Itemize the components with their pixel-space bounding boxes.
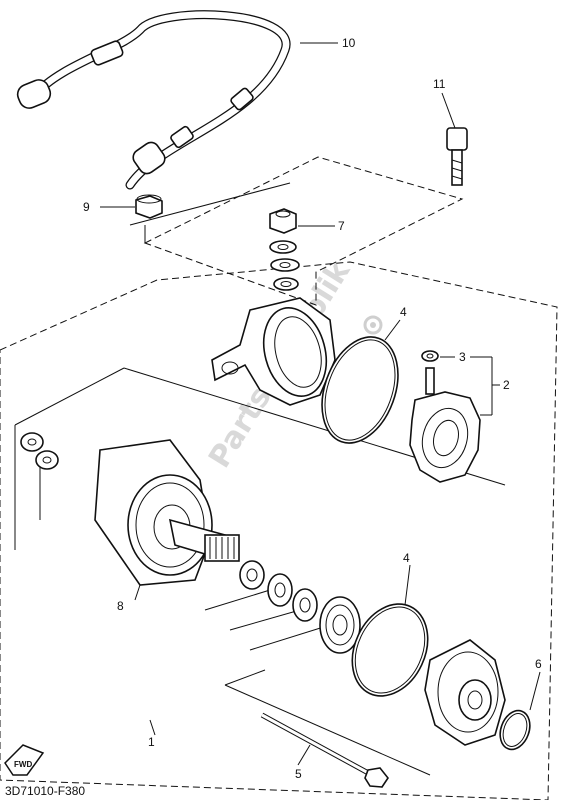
- washer-part-3: [421, 350, 439, 362]
- main-assembly-boundary: [0, 261, 558, 800]
- callout-1: 1: [148, 735, 155, 749]
- through-bolt-part-5: [260, 712, 389, 788]
- o-ring-part-6: [499, 709, 531, 751]
- callout-3: 3: [459, 350, 466, 364]
- terminal-nut-part-10: [135, 194, 163, 219]
- watermark-gear-icon: [363, 315, 383, 335]
- callout-leaders: [100, 42, 541, 766]
- callout-8: 8: [117, 599, 124, 613]
- starter-cable: [16, 10, 291, 190]
- armature-yoke-part-8: [94, 439, 240, 586]
- fwd-arrow-icon: FWD: [4, 744, 45, 776]
- callout-9: 10: [342, 36, 356, 50]
- thrust-washers: [239, 560, 318, 622]
- callout-4-upper: 4: [400, 305, 407, 319]
- drawing-code: 3D71010-F380: [5, 784, 85, 798]
- rear-cover: [211, 297, 336, 406]
- shim-washers-left: [20, 432, 59, 470]
- nut-washer-stack-part-7: [269, 208, 300, 291]
- callout-labels: 10 11 9 7 4 3 2 8 4 6 1 5: [83, 36, 542, 781]
- brush-holder-part-2: [409, 367, 481, 483]
- o-ring-lower-part-4: [351, 603, 429, 697]
- oil-seal: [319, 596, 361, 654]
- callout-5: 5: [295, 767, 302, 781]
- callout-2: 2: [503, 378, 510, 392]
- callout-7: 7: [338, 219, 345, 233]
- o-ring-upper-part-4: [321, 336, 399, 444]
- bolt-part-11: [446, 127, 468, 186]
- callout-11: 11: [433, 77, 446, 91]
- callout-10: 9: [83, 200, 90, 214]
- front-cover: [424, 639, 506, 746]
- upper-assembly-boundary: [143, 156, 464, 306]
- callout-6: 6: [535, 657, 542, 671]
- callout-4-lower: 4: [403, 551, 410, 565]
- fwd-label: FWD: [14, 760, 32, 769]
